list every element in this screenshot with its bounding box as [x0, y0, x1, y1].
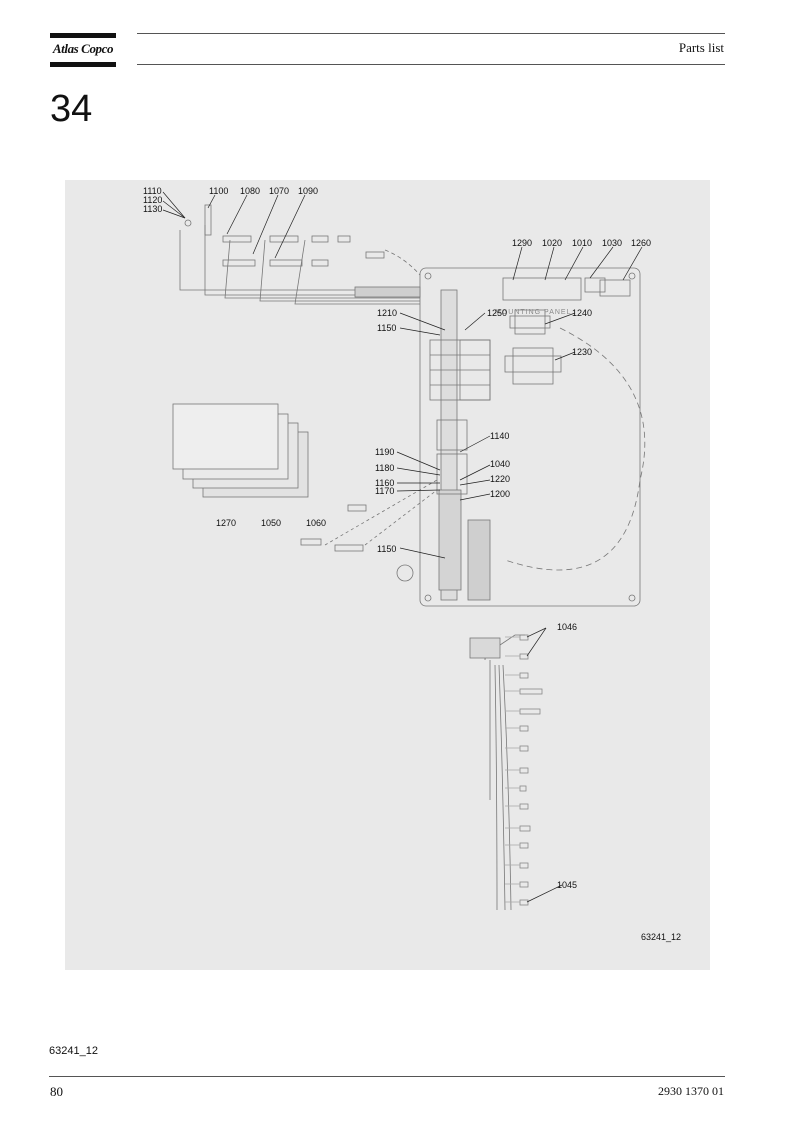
callout-1240: 1240: [572, 308, 592, 318]
callout-1160: 1160: [375, 478, 394, 488]
callout-1180: 1180: [375, 463, 394, 473]
callout-1070: 1070: [269, 186, 289, 196]
callout-1210: 1210: [377, 308, 397, 318]
parts-diagram: 1110 1120 1130 1100 1080 1070 1090 1290 …: [65, 180, 710, 970]
callout-1046: 1046: [557, 622, 577, 632]
callout-1150-bottom: 1150: [377, 544, 396, 554]
callout-1110: 1110: [143, 186, 162, 196]
header-rule-top: [137, 33, 725, 34]
header-rule-bottom: [137, 64, 725, 65]
document-number: 2930 1370 01: [658, 1084, 724, 1098]
header-title: Parts list: [678, 40, 724, 55]
callout-1200: 1200: [490, 489, 510, 499]
callout-1030: 1030: [602, 238, 622, 248]
callout-1150-top: 1150: [377, 323, 396, 333]
mounting-panel-label: MOUNTING PANEL: [495, 309, 572, 316]
callout-1190: 1190: [375, 447, 394, 457]
footer-rule: [49, 1076, 725, 1077]
callout-1040: 1040: [490, 459, 510, 469]
callout-1270: 1270: [216, 518, 236, 528]
callout-1170: 1170: [375, 486, 394, 496]
figure-code: 63241_12: [641, 932, 681, 942]
callout-1050: 1050: [261, 518, 281, 528]
callout-1140: 1140: [490, 431, 509, 441]
callout-1120: 1120: [143, 195, 162, 205]
callout-labels: 1110 1120 1130 1100 1080 1070 1090 1290 …: [143, 186, 681, 942]
callout-1020: 1020: [542, 238, 562, 248]
callout-1130: 1130: [143, 204, 162, 214]
callout-1260: 1260: [631, 238, 651, 248]
logo-bar-top: [50, 33, 116, 38]
figure-reference: 63241_12: [49, 1045, 98, 1057]
callout-1060: 1060: [306, 518, 326, 528]
callout-1080: 1080: [240, 186, 260, 196]
callout-1045: 1045: [557, 880, 577, 890]
atlas-copco-logo: Atlas Copco: [50, 33, 116, 67]
parts-diagram-drawing: 1110 1120 1130 1100 1080 1070 1090 1290 …: [143, 186, 681, 942]
callout-1090: 1090: [298, 186, 318, 196]
mounting-panel: [419, 267, 641, 607]
callout-1230: 1230: [572, 347, 592, 357]
callout-1250: 1250: [487, 308, 507, 318]
callout-1220: 1220: [490, 474, 510, 484]
page-number: 80: [50, 1084, 63, 1099]
logo-wordmark: Atlas Copco: [52, 41, 114, 56]
callout-1010: 1010: [572, 238, 592, 248]
callout-1290: 1290: [512, 238, 532, 248]
callout-1100: 1100: [209, 186, 228, 196]
logo-bar-bottom: [50, 62, 116, 67]
section-number: 34: [50, 88, 93, 130]
